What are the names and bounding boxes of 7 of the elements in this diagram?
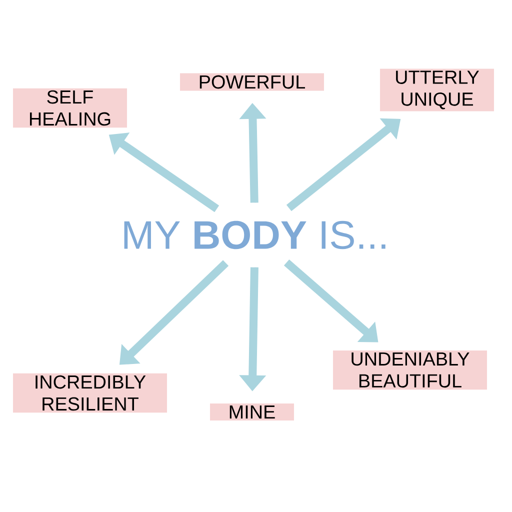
title-lettering: MY BODY IS... (124, 220, 386, 250)
word-label: UTTERLY UNIQUE (380, 68, 494, 112)
word-label: POWERFUL (180, 73, 324, 91)
word-label: SELF HEALING (13, 88, 127, 128)
word-label: INCREDIBLY RESILIENT (13, 373, 167, 413)
word-label: MINE (210, 404, 294, 421)
word-label: UNDENIABLY BEAUTIFUL (333, 350, 487, 390)
